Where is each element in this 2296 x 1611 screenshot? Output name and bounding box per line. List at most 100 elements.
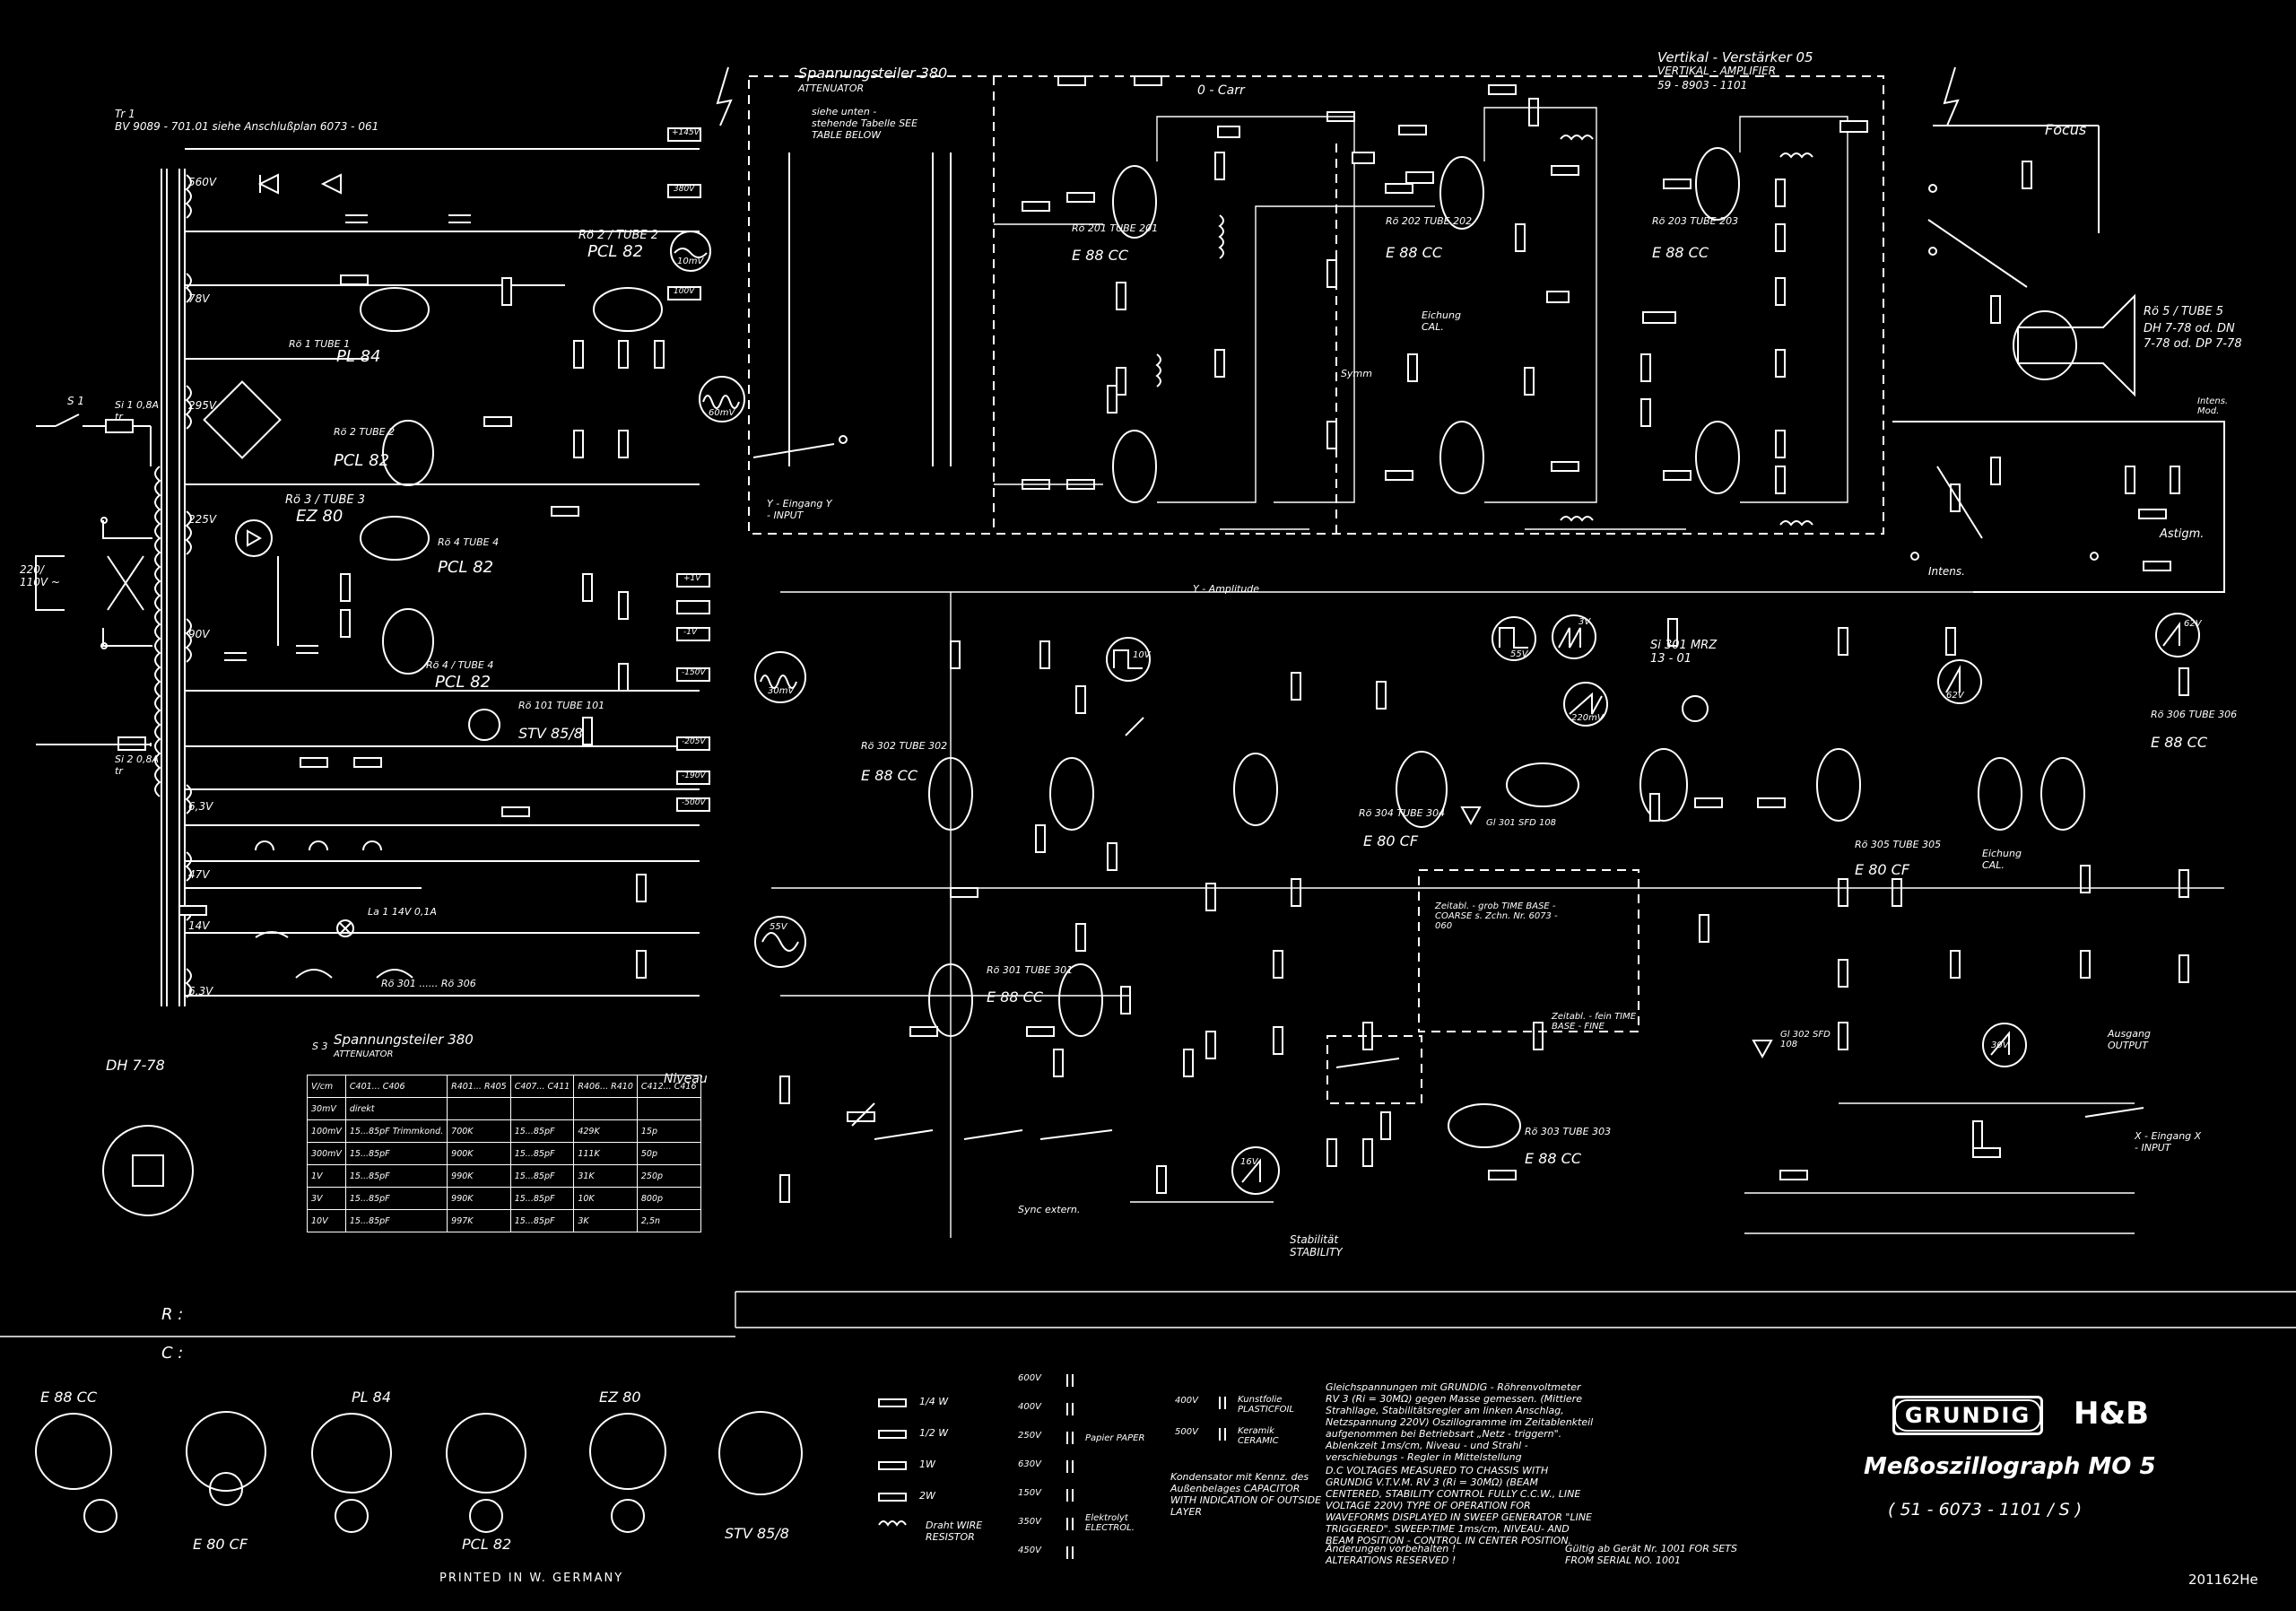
y-input-label: Y - Eingang Y - INPUT (767, 498, 832, 521)
table-cell: direkt (344, 1097, 448, 1120)
transformer-ref: BV 9089 - 701.01 siehe Anschlußplan 6073… (115, 120, 379, 133)
legend-cap-type: Kunstfolie PLASTICFOIL (1238, 1395, 1294, 1415)
table-cell: 15...85pF (509, 1119, 575, 1143)
tube-label: Rö 203 TUBE 203 (1652, 215, 1739, 227)
legend-cap-type: Elektrolyt ELECTROL. (1085, 1513, 1135, 1533)
tube-label: Rö 201 TUBE 201 (1072, 222, 1159, 234)
x-input-label: X - Eingang X - INPUT (2135, 1130, 2202, 1154)
table-header: R406... R410 (573, 1075, 638, 1098)
table-subtitle: ATTENUATOR (334, 1049, 394, 1059)
table-cell: 990K (447, 1164, 511, 1188)
tube-type: E 88 CC (1652, 244, 1709, 261)
pinout-label: STV 85/8 (725, 1525, 789, 1542)
tube-type: E 88 CC (987, 988, 1043, 1006)
table-cell: 300mV (307, 1142, 346, 1165)
winding-voltage: 90V (188, 628, 210, 640)
vert-amp-sub: VERTIKAL - AMPLIFIER (1657, 65, 1777, 77)
waveform-amplitude: 55V (1510, 649, 1528, 659)
waveform-amplitude: 60mV (709, 408, 735, 418)
transformer-label: Tr 1 (115, 108, 135, 120)
tube-type: PL 84 (336, 347, 381, 366)
legend-cap-voltage: 500V (1175, 1427, 1198, 1437)
winding-voltage: 225V (188, 513, 217, 526)
attenuator-title: Spannungsteiler 380 (798, 65, 948, 82)
grundig-logo: GRUNDIG (1892, 1396, 2043, 1435)
waveform-amplitude: 16V (1240, 1157, 1258, 1167)
fuse-label: Si 1 0,8A tr (115, 399, 160, 422)
table-cell: 15...85pF Trimmkond. (344, 1119, 448, 1143)
astigmatism-label: Astigm. (2160, 527, 2205, 541)
table-cell: 30mV (307, 1097, 346, 1120)
table-cell (636, 1097, 701, 1120)
table-title: Spannungsteiler 380 (334, 1032, 474, 1048)
tube-label: Rö 2 TUBE 2 (334, 426, 396, 438)
pinout-label: DH 7-78 (106, 1057, 165, 1074)
winding-voltage: 6,3V (188, 985, 213, 997)
diode-label: Gl 301 SFD 108 (1486, 818, 1557, 828)
waveform-amplitude: 62V (1946, 691, 1964, 701)
table-row: 3V 15...85pF 990K 15...85pF 10K 800p (307, 1187, 701, 1210)
tube-label: Rö 1 TUBE 1 (289, 338, 351, 350)
table-cell: 15...85pF (509, 1164, 575, 1188)
table-header: R401... R405 (447, 1075, 511, 1098)
tube-type: E 88 CC (1386, 244, 1442, 261)
product-title: Meßoszillograph MO 5 (1864, 1453, 2156, 1480)
table-cell: 50p (636, 1142, 701, 1165)
legend-cap-voltage: 150V (1018, 1488, 1041, 1498)
calibration-label: Eichung CAL. (1422, 309, 1461, 333)
filter-caps (224, 214, 471, 661)
resistor-index-label: R : (161, 1305, 184, 1324)
tube-type: E 88 CC (1525, 1150, 1581, 1167)
legend-resistor: Draht WIRE RESISTOR (926, 1520, 983, 1543)
tube-type: PCL 82 (587, 242, 644, 261)
table-row: 1V 15...85pF 990K 15...85pF 31K 250p (307, 1164, 701, 1188)
voltage-note-en: D.C VOLTAGES MEASURED TO CHASSIS WITH GR… (1326, 1465, 1593, 1546)
rail-voltage: 380V (674, 185, 695, 194)
pinout-label: PCL 82 (462, 1536, 512, 1553)
tube-label: Rö 202 TUBE 202 (1386, 215, 1473, 227)
winding-voltage: 295V (188, 399, 217, 412)
product-code: ( 51 - 6073 - 1101 / S ) (1888, 1500, 2083, 1520)
table-cell: 15...85pF (509, 1209, 575, 1232)
calibration-label: Eichung CAL. (1982, 848, 2022, 871)
symmetry-label: Symm (1341, 368, 1372, 379)
crt-section (1892, 125, 2225, 593)
high-voltage-icon (716, 66, 1960, 126)
see-table-note: siehe unten - stehende Tabelle SEE TABLE… (812, 106, 918, 141)
table-header-row: V/cm C401... C406 R401... R405 C407... C… (307, 1075, 701, 1098)
output-label: Ausgang OUTPUT (2108, 1028, 2151, 1051)
power-supply (35, 127, 806, 1006)
tube-type: PCL 82 (438, 558, 494, 577)
vert-amp-code: 59 - 8903 - 1101 (1657, 79, 1748, 91)
table-cell: 15...85pF (509, 1142, 575, 1165)
legend-cap-voltage: 450V (1018, 1546, 1041, 1555)
table-cell: 15...85pF (344, 1142, 448, 1165)
grundig-logo-text: GRUNDIG (1893, 1399, 2042, 1432)
legend-cap-voltage: 630V (1018, 1459, 1041, 1469)
mains-label: 220/ 110V ~ (20, 563, 60, 588)
tube-type: E 88 CC (2151, 734, 2207, 751)
timebase-coarse-label: Zeitabl. - grob TIME BASE - COARSE s. Zc… (1435, 901, 1558, 931)
pinout-label: EZ 80 (599, 1389, 641, 1406)
tube-type: E 80 CF (1363, 832, 1419, 849)
intensity-mod-label: Intens. Mod. (2197, 396, 2229, 416)
winding-voltage: 47V (188, 868, 210, 881)
tube-type: PCL 82 (435, 673, 491, 692)
rail-voltage: -150V (682, 668, 706, 677)
tube-type: DH 7-78 od. DN 7-78 od. DP 7-78 (2144, 322, 2242, 351)
table-switch: S 3 (312, 1041, 328, 1052)
winding-voltage: 14V (188, 919, 210, 932)
hb-logo: H&B (2074, 1396, 2150, 1432)
tube-label: Rö 101 TUBE 101 (518, 700, 605, 711)
voltage-note-de: Gleichspannungen mit GRUNDIG - Röhrenvol… (1326, 1381, 1594, 1463)
table-cell (447, 1097, 511, 1120)
table-row: 10V 15...85pF 997K 15...85pF 3K 2,5n (307, 1209, 701, 1232)
table-row: 30mV direkt (307, 1097, 701, 1120)
attenuator-sub: ATTENUATOR (798, 83, 865, 94)
timebase-fine-label: Zeitabl. - fein TIME BASE - FINE (1552, 1012, 1637, 1032)
tube-type: E 80 CF (1855, 861, 1910, 878)
legend (0, 1291, 2296, 1559)
legend-cap-type: Papier PAPER (1085, 1433, 1145, 1443)
rail-voltage: -190V (682, 771, 706, 780)
